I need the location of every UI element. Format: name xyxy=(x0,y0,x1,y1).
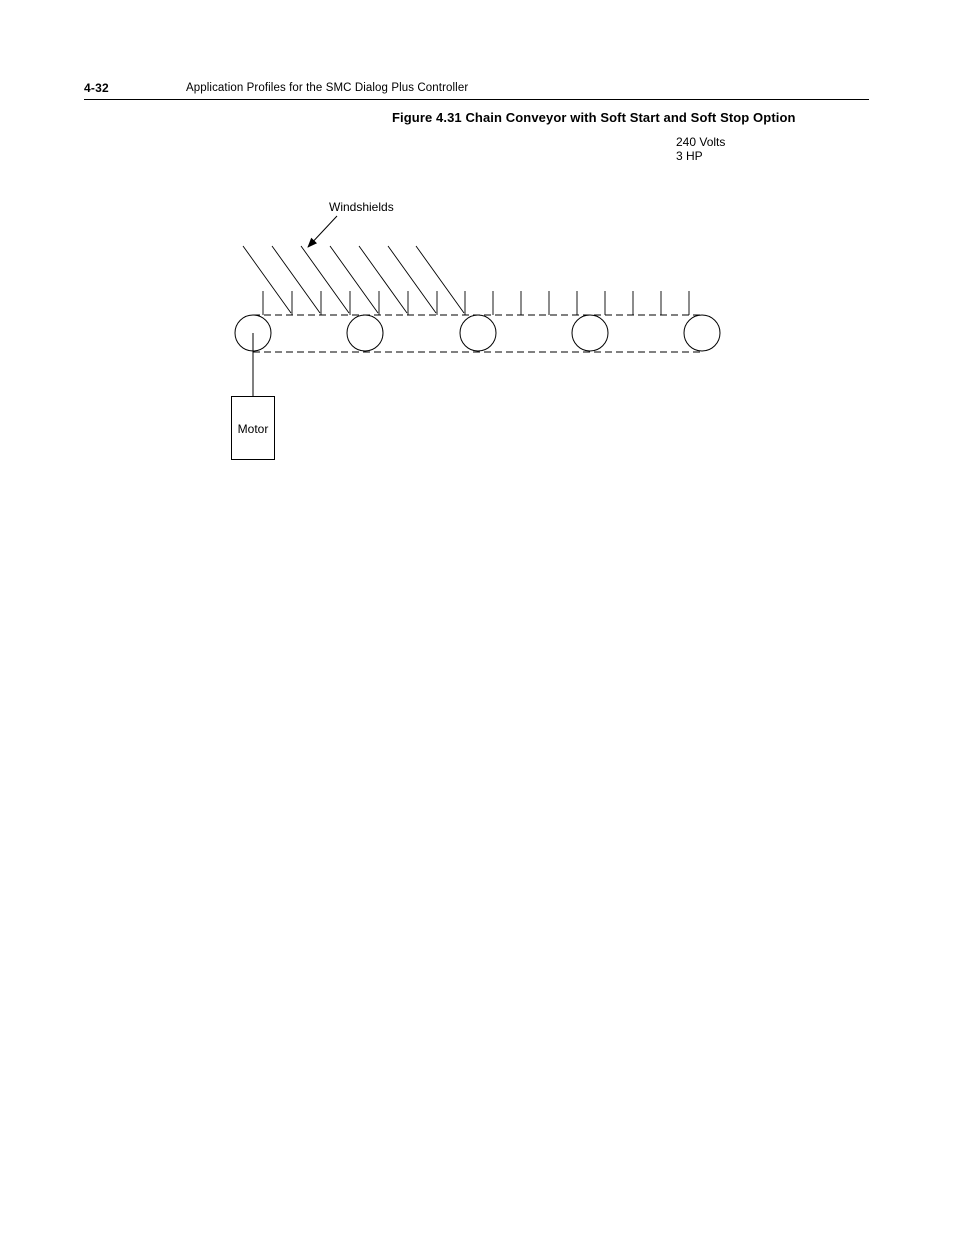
header-rule xyxy=(84,99,869,100)
windshield-panel xyxy=(300,245,350,314)
windshield-panel xyxy=(329,245,379,314)
windshield-panel xyxy=(271,245,321,314)
windshield-panel xyxy=(242,245,292,314)
windshield-panel xyxy=(387,245,437,314)
running-header: Application Profiles for the SMC Dialog … xyxy=(186,82,469,94)
roller xyxy=(571,314,609,352)
figure-caption: Figure 4.31 Chain Conveyor with Soft Sta… xyxy=(392,110,796,125)
chain-attachments xyxy=(262,291,690,315)
voltage-spec: 240 Volts xyxy=(676,135,726,149)
windshields-label: Windshields xyxy=(329,200,394,214)
windshield-panel xyxy=(358,245,408,314)
horsepower-spec: 3 HP xyxy=(676,149,703,163)
windshield-panel xyxy=(415,245,465,314)
roller xyxy=(346,314,384,352)
motor-box xyxy=(231,396,275,460)
windshields-arrow xyxy=(307,215,338,248)
roller-tail xyxy=(683,314,721,352)
spec-block: 240 Volts 3 HP xyxy=(676,135,725,163)
motor-label: Motor xyxy=(238,422,269,436)
page-number: 4-32 xyxy=(84,81,109,95)
rollers xyxy=(234,314,721,352)
roller xyxy=(459,314,497,352)
windshield-panels xyxy=(242,245,465,314)
